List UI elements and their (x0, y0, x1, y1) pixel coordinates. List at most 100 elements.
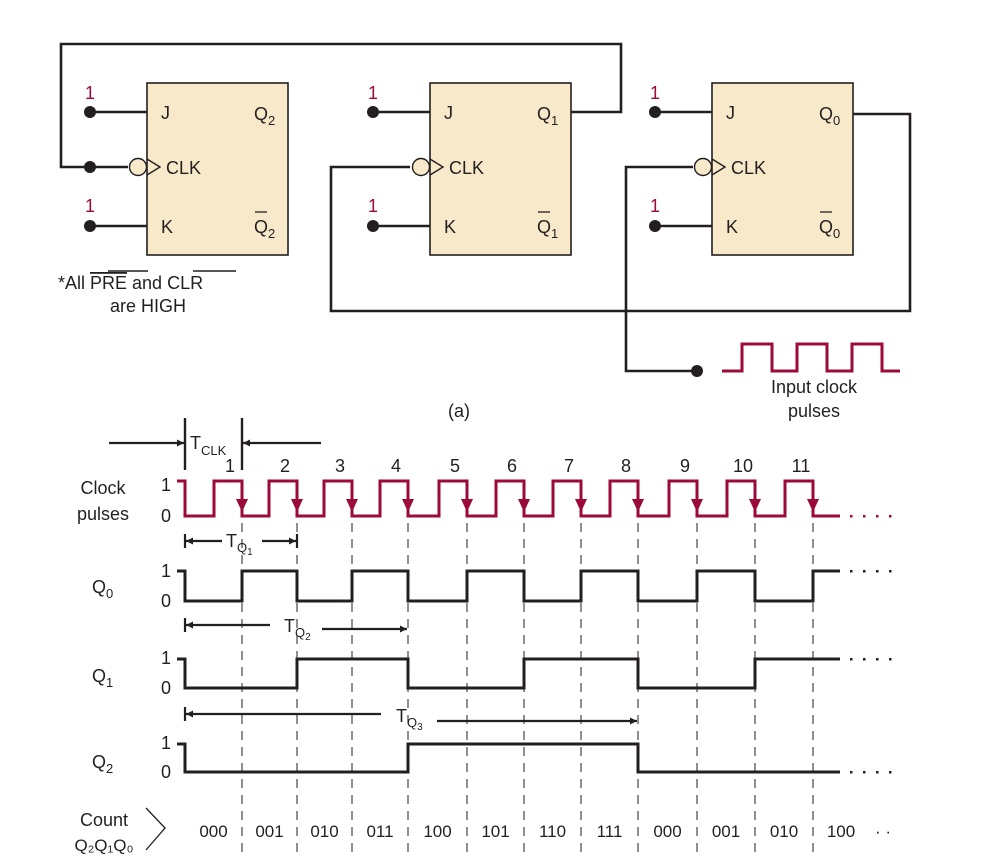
j-input-terminal[interactable] (84, 106, 96, 118)
continuation-dot (889, 658, 892, 661)
clock-inversion-bubble-icon (693, 157, 713, 177)
count-continuation: · · (875, 822, 891, 841)
flip-flop-box (429, 82, 572, 256)
figure-caption: (a) (448, 401, 470, 421)
count-bracket (145, 807, 166, 851)
wire-clock-to-ff0-clk (624, 165, 697, 373)
count-value: 001 (255, 822, 283, 841)
continuation-dot (876, 658, 879, 661)
continuation-dot (863, 570, 866, 573)
count-value: 101 (481, 822, 509, 841)
j-input-terminal[interactable] (367, 106, 379, 118)
clk-pin-label: CLK (449, 158, 484, 178)
count-value: 110 (539, 822, 566, 841)
flip-flop-box (146, 82, 289, 256)
clk-pin-label: CLK (731, 158, 766, 178)
k-level-label: 1 (650, 196, 660, 216)
wire-q1-to-ff2-clk (59, 42, 623, 169)
clock-input-terminal[interactable] (691, 365, 703, 377)
pulse-number-7: 7 (564, 456, 574, 476)
pulse-number-2: 2 (280, 456, 290, 476)
flip-flop-box (711, 82, 854, 256)
q0-row-label: Q0 (92, 577, 113, 601)
count-value: 011 (366, 822, 393, 841)
count-value: 000 (199, 822, 227, 841)
pre-overbar-text: PRE (90, 273, 127, 293)
falling-edge-arrow-icon-2 (291, 499, 303, 512)
continuation-dot (889, 570, 892, 573)
junction-dot (84, 161, 96, 173)
pulse-number-10: 10 (733, 456, 753, 476)
pulse-number-8: 8 (621, 456, 631, 476)
tq2-label: TQ2 (284, 616, 311, 643)
tclk-label: TCLK (190, 433, 227, 458)
count-label: Count (80, 810, 128, 830)
q2-low-level: 0 (161, 762, 171, 782)
clr-overbar-text: CLR (167, 273, 203, 293)
k-pin-label: K (444, 217, 456, 237)
tq3-label: TQ3 (396, 706, 423, 733)
continuation-dot (876, 771, 879, 774)
count-value: 100 (827, 822, 855, 841)
count-value: 010 (770, 822, 798, 841)
q1-row-label: Q1 (92, 666, 113, 690)
k-pin-label: K (726, 217, 738, 237)
k-level-label: 1 (85, 196, 95, 216)
count-value: 111 (597, 822, 623, 841)
q2-waveform (177, 742, 840, 774)
falling-edge-arrow-icon-10 (749, 499, 761, 512)
falling-edge-arrow-icon-11 (807, 499, 819, 512)
q1-low-level: 0 (161, 678, 171, 698)
clock-edge-triangle-icon (146, 158, 162, 176)
j-pin-label: J (444, 103, 453, 123)
clock-row-label: Clock (80, 478, 126, 498)
pulse-number-1: 1 (225, 456, 235, 476)
pulse-number-5: 5 (450, 456, 460, 476)
falling-edge-arrow-icon-9 (691, 499, 703, 512)
q2-row-label: Q2 (92, 752, 113, 776)
k-input-terminal[interactable] (84, 220, 96, 232)
j-input-terminal[interactable] (649, 106, 661, 118)
circuit: Input clock pulses 11JCLKKQ2Q211JCLKKQ1Q… (58, 42, 912, 421)
falling-edge-arrow-icon-8 (632, 499, 644, 512)
k-input-terminal[interactable] (649, 220, 661, 232)
j-level-label: 1 (85, 83, 95, 103)
continuation-dot (863, 658, 866, 661)
preset-clear-note: *All PRE and CLR (58, 273, 203, 293)
pulse-number-11: 11 (792, 456, 811, 476)
count-value: 010 (310, 822, 338, 841)
j-pin-label: J (161, 103, 170, 123)
continuation-dot (850, 570, 853, 573)
continuation-dot (876, 515, 879, 518)
q0-waveform (177, 569, 840, 603)
k-pin-label: K (161, 217, 173, 237)
continuation-dot (863, 515, 866, 518)
count-value: 001 (712, 822, 740, 841)
k-input-terminal[interactable] (367, 220, 379, 232)
q1-high-level: 1 (161, 648, 171, 668)
clock-high-level: 1 (161, 475, 171, 495)
note-line2: are HIGH (110, 296, 186, 316)
pulse-number-4: 4 (391, 456, 401, 476)
continuation-dot (850, 771, 853, 774)
timing-diagram: TCLK Clock pulses Q0 Q1 Q2 1 0 1 0 1 0 1… (74, 418, 892, 858)
continuation-dot (889, 515, 892, 518)
clock-low-level: 0 (161, 506, 171, 526)
input-clock-waveform (722, 342, 900, 373)
continuation-dot (850, 515, 853, 518)
input-clock-label: Input clock (771, 377, 858, 397)
q0-low-level: 0 (161, 591, 171, 611)
input-clock-label-line2: pulses (788, 401, 840, 421)
clock-edge-triangle-icon (429, 158, 445, 176)
q0-high-level: 1 (161, 561, 171, 581)
continuation-dot (876, 570, 879, 573)
falling-edge-arrow-icon-5 (461, 499, 473, 512)
clock-inversion-bubble-icon (411, 157, 431, 177)
j-pin-label: J (726, 103, 735, 123)
falling-edge-arrow-icon-7 (575, 499, 587, 512)
k-level-label: 1 (368, 196, 378, 216)
